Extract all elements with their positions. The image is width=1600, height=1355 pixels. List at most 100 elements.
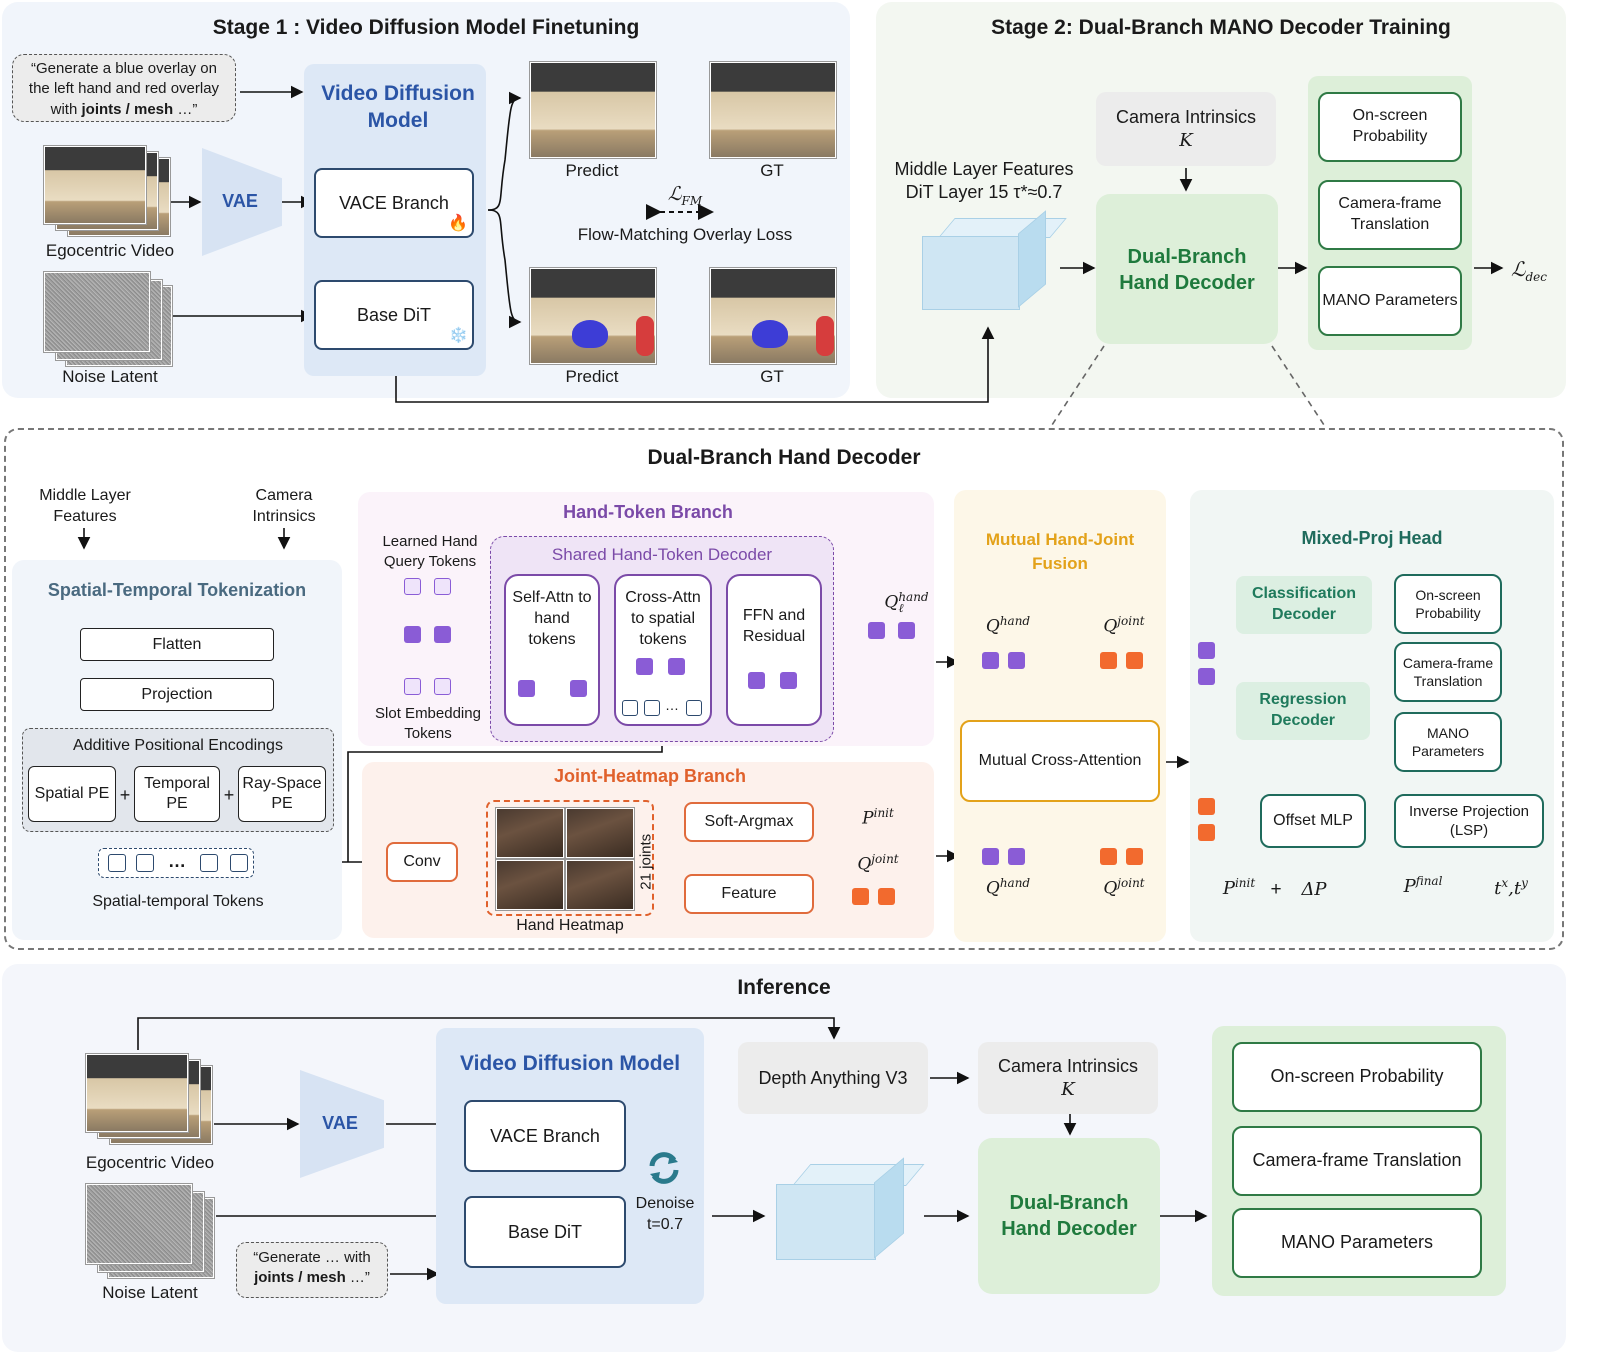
projection-box: Projection: [80, 678, 274, 711]
regression-decoder-box: Regression Decoder: [1236, 682, 1370, 740]
fusion-joint-top-2: [1126, 652, 1143, 669]
vdm-title: Video Diffusion Model: [304, 80, 492, 135]
fusion-joint-bottom-2: [1126, 848, 1143, 865]
gt-joints-image: [710, 62, 836, 158]
cube-face-top: [938, 218, 1067, 238]
stage1-prompt-box: “Generate a blue overlay on the left han…: [12, 54, 236, 122]
stage2-decoder-line-2: Hand Decoder: [1119, 272, 1255, 294]
base-dit-label: Base DiT: [356, 304, 432, 325]
st-token-4: [230, 854, 248, 872]
stage2-onscreen-box: On-screen Probability: [1318, 92, 1462, 162]
stage2-decoder-line-1: Dual-Branch: [1127, 246, 1247, 268]
spatial-pe-box: Spatial PE: [28, 766, 116, 822]
formula-tx: t: [1494, 878, 1502, 899]
fusion-panel: [954, 490, 1166, 942]
inf-k-symbol: K: [1061, 1079, 1075, 1100]
stage2-middle-layer-line-2: DiT Layer 15 τ*≈0.7: [905, 182, 1063, 203]
conv-box: Conv: [386, 842, 458, 882]
q-joint-out-token-2: [878, 888, 895, 905]
learned-query-label: Learned Hand Query Tokens: [382, 533, 478, 570]
formula-p-final-p: P: [1403, 876, 1416, 897]
stage2-camera-intrinsics: Camera Intrinsics K: [1096, 92, 1276, 166]
mixed-joint-token-1: [1198, 798, 1215, 815]
offset-mlp-box: Offset MLP: [1260, 794, 1366, 848]
st-tokens-row: [98, 848, 254, 878]
stage2-translation-box: Camera-frame Translation: [1318, 180, 1462, 250]
hand-token-branch-title: Hand-Token Branch: [563, 502, 733, 522]
fusion-hand-bottom-1: [982, 848, 999, 865]
inf-cube-face-top: [792, 1164, 925, 1186]
formula-ty-sup: y: [1521, 876, 1528, 890]
fusion-hand-top-1: [982, 652, 999, 669]
inf-noise-label: Noise Latent: [102, 1283, 198, 1302]
inf-translation-box: Camera-frame Translation: [1232, 1126, 1482, 1196]
cross-attn-token-1: [636, 658, 653, 675]
cube-face-front: [922, 236, 1020, 310]
inf-noise-frame-1: [86, 1184, 192, 1264]
stage2-k-symbol: K: [1179, 130, 1193, 151]
stage2-mano-box: MANO Parameters: [1318, 266, 1462, 336]
heatmap-tile-1: [496, 808, 564, 858]
mixed-hand-token-1: [1198, 642, 1215, 659]
soft-argmax-box: Soft-Argmax: [684, 802, 814, 842]
ffn-label: FFN and Residual: [742, 607, 806, 645]
predict-joints-image: [530, 62, 656, 158]
prompt-line-3-post: …”: [173, 100, 198, 118]
p-init-label: Pinit: [848, 806, 908, 830]
stage2-decoder-title: Dual-Branch Hand Decoder: [1096, 244, 1278, 296]
mixed-camframe-box: Camera-frame Translation: [1394, 642, 1502, 702]
cross-ellipsis: …: [665, 697, 679, 713]
inf-decoder-line-2: Hand Decoder: [1001, 1218, 1137, 1240]
inf-mano-box: MANO Parameters: [1232, 1208, 1482, 1278]
gt-mesh-image: [710, 268, 836, 364]
denoise-label: Denoise t=0.7: [628, 1194, 702, 1236]
vace-branch-box: VACE Branch 🔥: [314, 168, 474, 238]
mixed-mano-box: MANO Parameters: [1394, 712, 1502, 772]
inf-decoder-box: [978, 1138, 1160, 1294]
fusion-q-hand-bottom-sup: hand: [999, 876, 1031, 890]
classification-decoder-box: Classification Decoder: [1236, 576, 1372, 634]
self-attn-label: Self-Attn to hand tokens: [512, 589, 592, 648]
in-middle-layer: Middle Layer Features: [39, 487, 131, 525]
stage2-decoder-box: [1096, 194, 1278, 344]
cross-spatial-token-1: [622, 700, 638, 716]
fusion-q-hand-bottom-q: Q: [985, 878, 1000, 899]
cross-spatial-token-3: [686, 700, 702, 716]
inf-feature-cube: [776, 1157, 925, 1260]
inverse-projection-box: Inverse Projection (LSP): [1394, 794, 1544, 848]
hand-heatmap-label: Hand Heatmap: [516, 917, 624, 934]
formula-p-init-p: P: [1222, 878, 1235, 899]
inf-prompt-box: “Generate … with joints / mesh …”: [236, 1242, 388, 1298]
self-attn-token-1: [518, 680, 535, 697]
gt-red-hand-overlay: [816, 316, 834, 356]
stage2-dec-loss: ℒdec: [1504, 256, 1554, 286]
snowflake-icon: ❄️: [449, 327, 468, 345]
q-hand-out-token-2: [898, 622, 915, 639]
decoder-title: Dual-Branch Hand Decoder: [647, 446, 921, 469]
combined-token-1: [404, 626, 421, 643]
inf-onscreen-box: On-screen Probability: [1232, 1042, 1482, 1112]
stage2-middle-layer-line-1: Middle Layer Features: [894, 159, 1074, 179]
formula-ty: ,t: [1508, 878, 1522, 899]
gt-blue-hand-overlay: [752, 320, 788, 348]
fusion-title: Mutual Hand-Joint Fusion: [985, 530, 1135, 573]
stage2-feature-cube: [922, 210, 1067, 310]
heatmap-tile-4: [566, 860, 634, 910]
st-token-3: [200, 854, 218, 872]
heatmap-tile-3: [496, 860, 564, 910]
gt-bottom-label: GT: [760, 367, 784, 386]
p-init-p: P: [862, 808, 874, 829]
stage2-title: Stage 2: Dual-Branch MANO Decoder Traini…: [991, 16, 1451, 39]
inf-vae-label: VAE: [322, 1113, 358, 1133]
inf-prompt-bold: joints / mesh: [254, 1269, 346, 1287]
q-joint-out-token-1: [852, 888, 869, 905]
inf-camera-label: Camera Intrinsics: [997, 1055, 1139, 1076]
st-token-ellipsis: …: [168, 851, 186, 871]
fm-loss-symbol: ℒFM: [650, 182, 720, 209]
pe-plus-2: +: [223, 785, 235, 805]
q-joint-out-q: Q: [857, 854, 872, 875]
inf-cube-face-front: [776, 1184, 876, 1260]
st-token-2: [136, 854, 154, 872]
fm-loss-sub: FM: [681, 193, 703, 208]
fusion-q-joint-bottom-q: Q: [1103, 878, 1118, 899]
